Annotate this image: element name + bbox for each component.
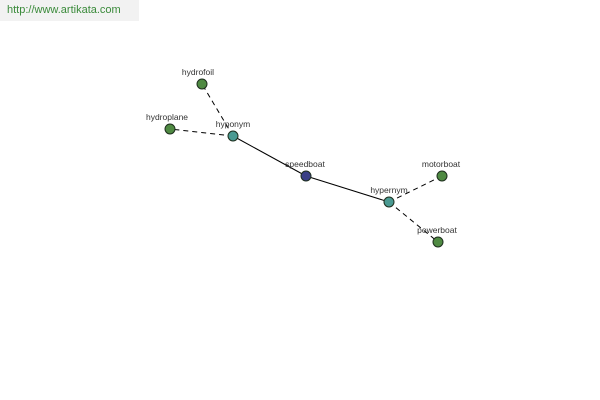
edge-hyponym-hydroplane (169, 128, 234, 137)
node-hydroplane[interactable] (164, 123, 176, 135)
edges-layer (169, 83, 443, 243)
node-label-powerboat: powerboat (417, 225, 457, 235)
node-label-motorboat: motorboat (422, 159, 461, 169)
node-hypernym[interactable] (383, 196, 395, 208)
node-motorboat[interactable] (436, 170, 448, 182)
nodes-layer (164, 78, 448, 248)
node-speedboat[interactable] (300, 170, 312, 182)
edge-hypernym-powerboat (388, 201, 439, 243)
node-hyponym[interactable] (227, 130, 239, 142)
edge-hyponym-hydrofoil (201, 83, 234, 137)
labels-layer: speedboat hyponym hypernym hydrofoil hydropl… (146, 67, 461, 235)
node-label-speedboat: speedboat (285, 159, 325, 169)
edge-speedboat-hypernym (305, 175, 390, 203)
site-banner: http://www.artikata.com (0, 0, 139, 21)
node-label-hypernym: hypernym (370, 185, 407, 195)
edge-speedboat-hyponym (232, 135, 307, 177)
node-label-hydrofoil: hydrofoil (182, 67, 214, 77)
node-hydrofoil[interactable] (196, 78, 208, 90)
site-url-link[interactable]: http://www.artikata.com (7, 4, 121, 16)
node-label-hyponym: hyponym (216, 119, 251, 129)
edge-hypernym-motorboat (388, 175, 443, 203)
node-powerboat[interactable] (432, 236, 444, 248)
node-label-hydroplane: hydroplane (146, 112, 188, 122)
